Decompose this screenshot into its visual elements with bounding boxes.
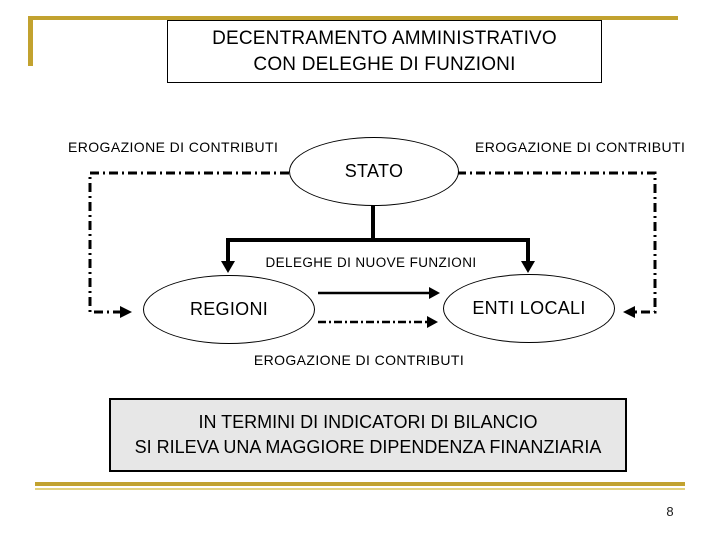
node-enti-locali: ENTI LOCALI — [443, 274, 615, 343]
arrowhead-left-into-enti-icon — [623, 306, 635, 318]
page-number: 8 — [666, 504, 674, 519]
arrowhead-dashdot-right-icon — [427, 316, 438, 328]
left-accent-bar — [28, 16, 33, 66]
node-regioni: REGIONI — [143, 275, 315, 344]
slide-title-line2: CON DELEGHE DI FUNZIONI — [253, 53, 516, 75]
connector-dashdot-left-loop — [88, 171, 289, 314]
label-erogazione-left: EROGAZIONE DI CONTRIBUTI — [68, 139, 279, 155]
conclusion-line1: IN TERMINI DI INDICATORI DI BILANCIO — [198, 412, 538, 432]
conclusion-box: IN TERMINI DI INDICATORI DI BILANCIO SI … — [109, 398, 627, 472]
node-regioni-label: REGIONI — [189, 299, 269, 319]
label-erogazione-right: EROGAZIONE DI CONTRIBUTI — [475, 139, 686, 155]
conclusion-line2: SI RILEVA UNA MAGGIORE DIPENDENZA FINANZ… — [134, 437, 602, 457]
connector-dashdot-right-loop — [457, 171, 657, 314]
label-deleghe-funzioni: DELEGHE DI NUOVE FUNZIONI — [265, 255, 477, 270]
bottom-accent-line-light — [35, 488, 685, 490]
bottom-accent-line — [35, 482, 685, 486]
label-erogazione-bottom: EROGAZIONE DI CONTRIBUTI — [253, 352, 465, 368]
arrowhead-down-enti-icon — [521, 261, 535, 273]
node-enti-locali-label: ENTI LOCALI — [472, 298, 586, 318]
slide-title-line1: DECENTRAMENTO AMMINISTRATIVO — [212, 27, 557, 49]
top-accent-line — [30, 16, 678, 20]
arrowhead-right-into-regioni-icon — [120, 306, 132, 318]
slide-title-box: DECENTRAMENTO AMMINISTRATIVO CON DELEGHE… — [167, 20, 602, 83]
node-stato: STATO — [289, 137, 459, 206]
node-stato-label: STATO — [344, 161, 404, 181]
arrowhead-solid-right-icon — [429, 287, 440, 299]
arrowhead-down-regioni-icon — [221, 261, 235, 273]
